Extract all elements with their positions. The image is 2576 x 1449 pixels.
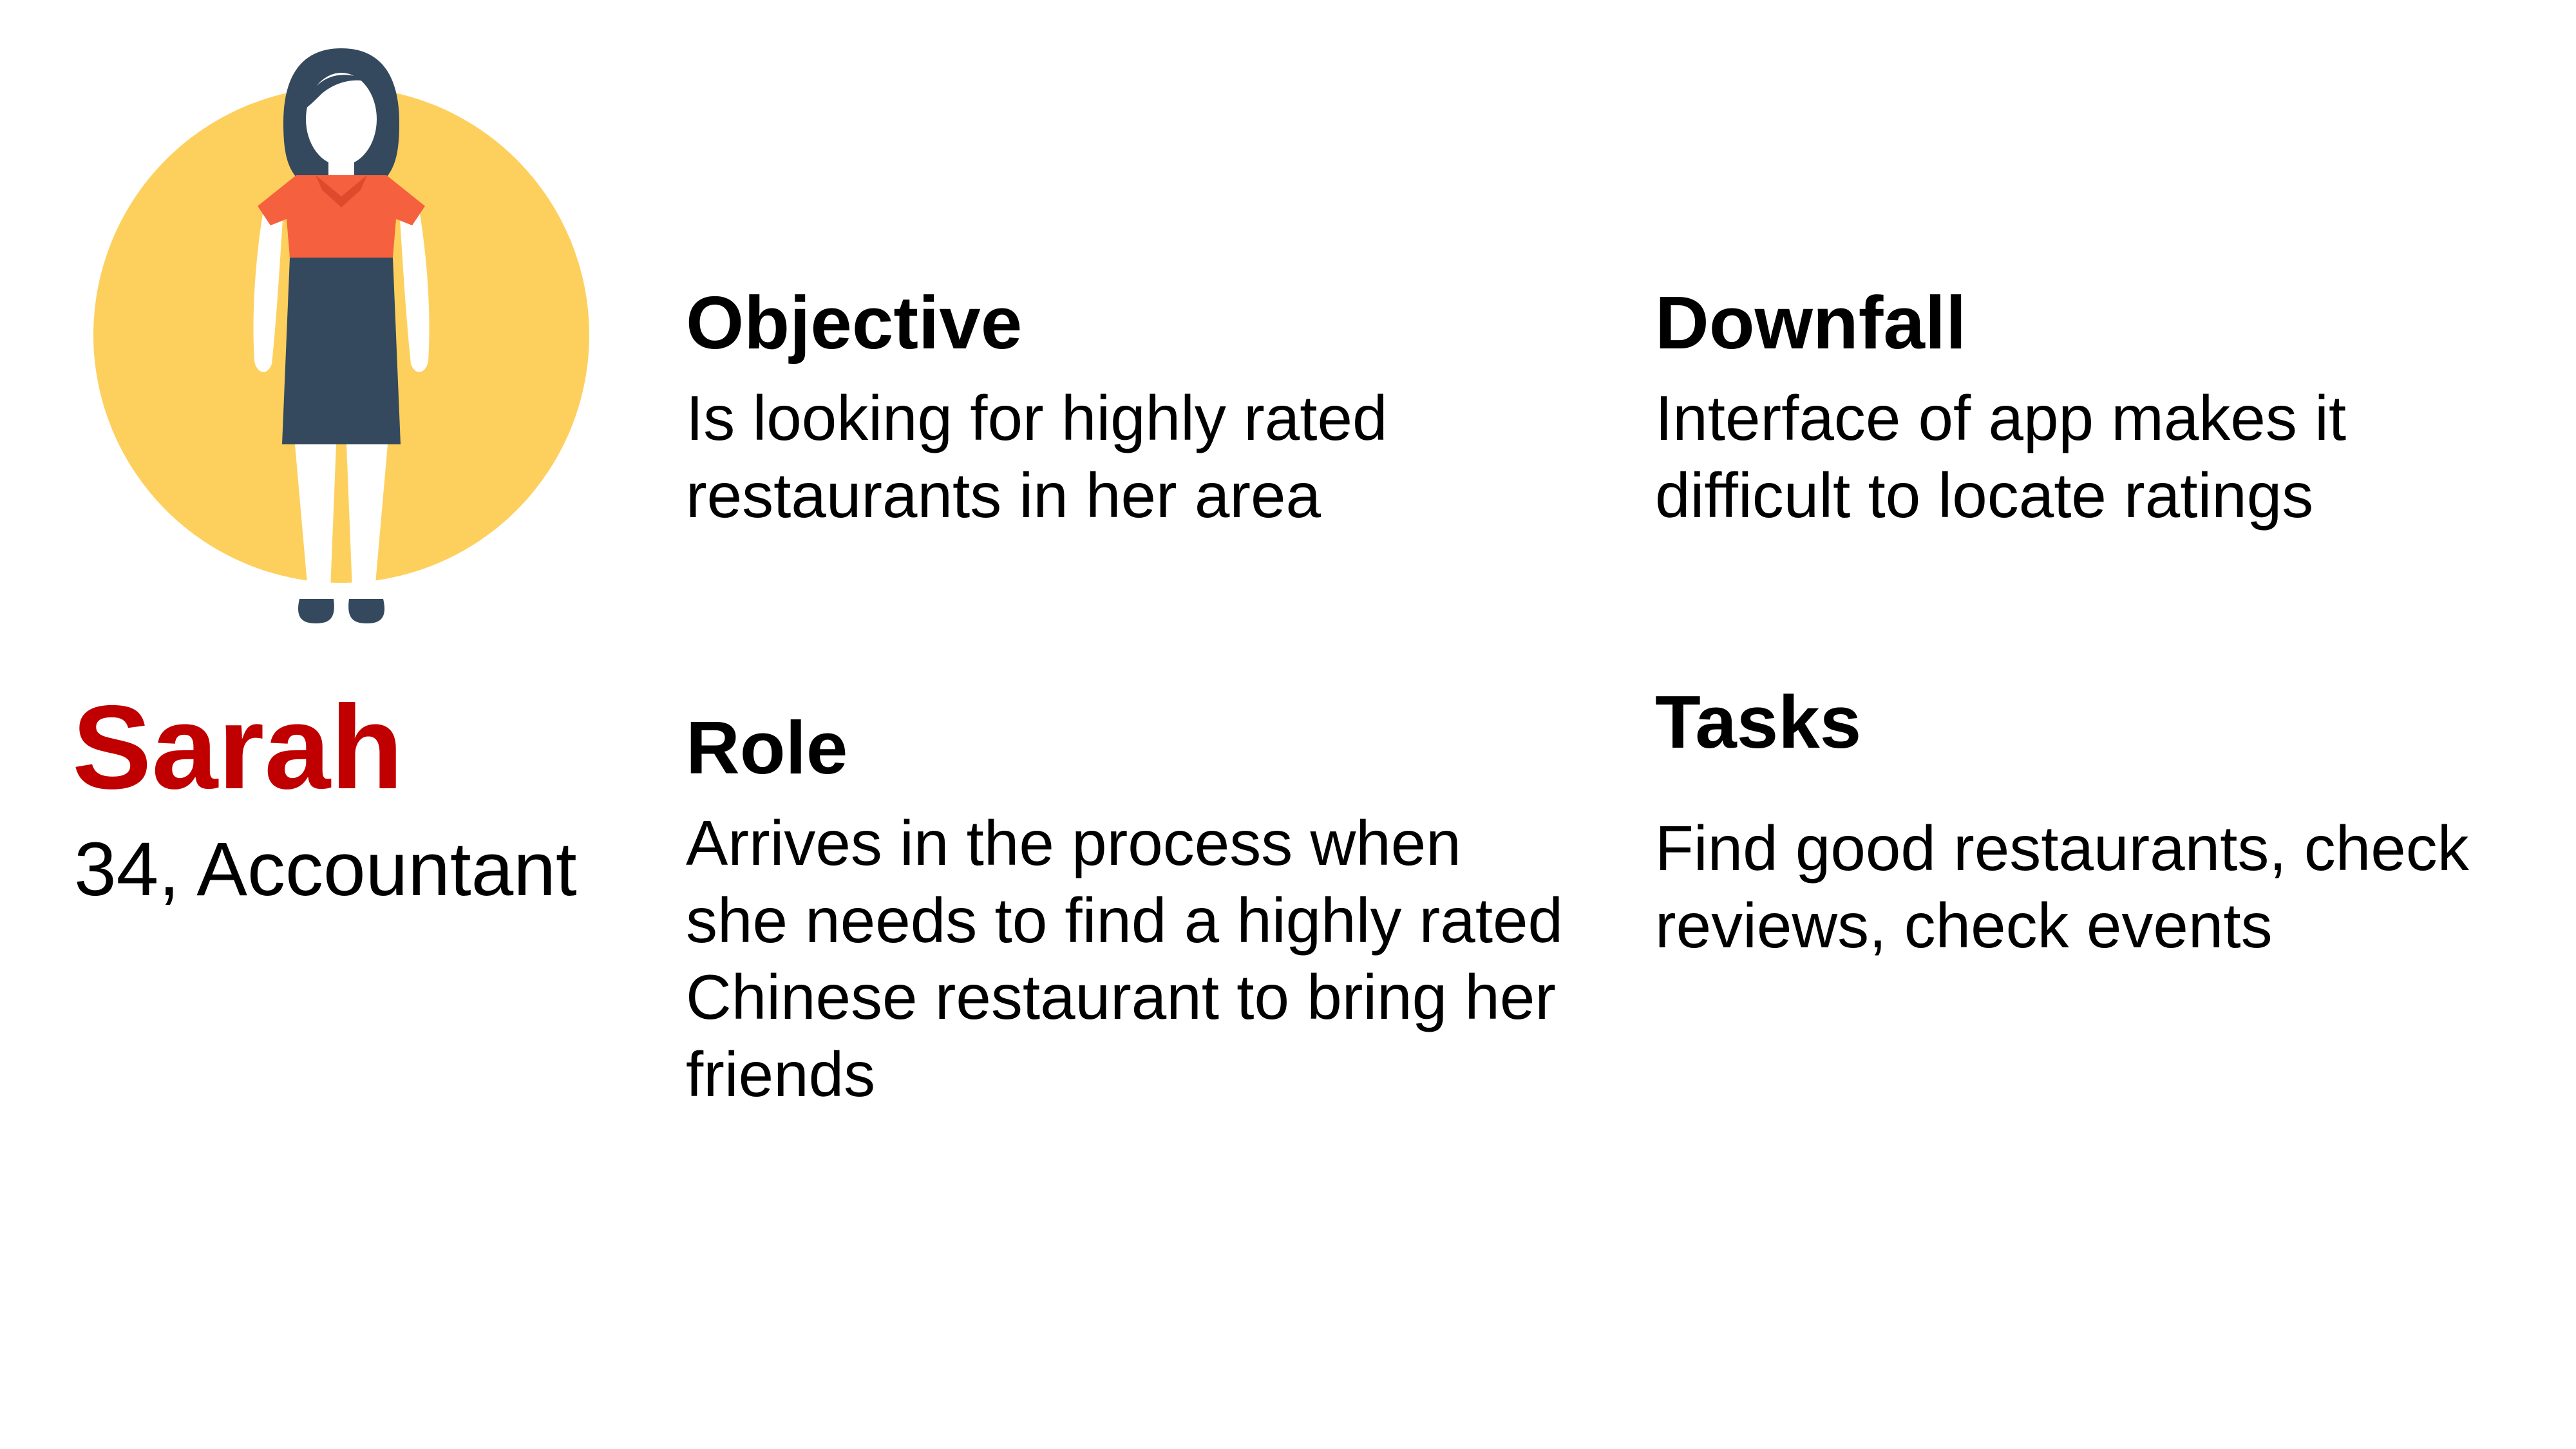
- tasks-text: Find good restaurants, check reviews, ch…: [1655, 813, 2469, 961]
- downfall-section: Downfall Interface of app makes it diffi…: [1655, 280, 2544, 534]
- woman-standing-avatar-icon: [93, 48, 589, 623]
- avatar-right-shoe: [348, 599, 385, 623]
- avatar-fringe: [304, 75, 377, 109]
- avatar-collar: [316, 175, 367, 207]
- avatar-left-leg: [295, 444, 336, 605]
- persona-age-occupation: 34, Accountant: [74, 827, 577, 912]
- avatar-right-leg: [346, 444, 388, 605]
- avatar-blouse: [258, 175, 425, 258]
- avatar-left-arm: [253, 206, 283, 372]
- tasks-section: Tasks Find good restaurants, check revie…: [1655, 679, 2544, 964]
- downfall-text: Interface of app makes it difficult to l…: [1655, 383, 2347, 531]
- role-section: Role Arrives in the process when she nee…: [686, 705, 1575, 1113]
- objective-text: Is looking for highly rated restaurants …: [686, 383, 1388, 531]
- avatar-right-arm: [399, 206, 430, 372]
- avatar-skirt: [282, 258, 401, 444]
- objective-heading: Objective: [686, 281, 1023, 365]
- tasks-heading: Tasks: [1655, 680, 1862, 764]
- avatar-left-shoe: [298, 599, 334, 623]
- downfall-heading: Downfall: [1655, 281, 1967, 365]
- persona-name: Sarah: [72, 681, 404, 814]
- role-text: Arrives in the process when she needs to…: [686, 808, 1564, 1110]
- role-heading: Role: [686, 706, 848, 790]
- avatar-face: [306, 73, 377, 166]
- persona-avatar: [90, 39, 605, 631]
- objective-section: Objective Is looking for highly rated re…: [686, 280, 1575, 534]
